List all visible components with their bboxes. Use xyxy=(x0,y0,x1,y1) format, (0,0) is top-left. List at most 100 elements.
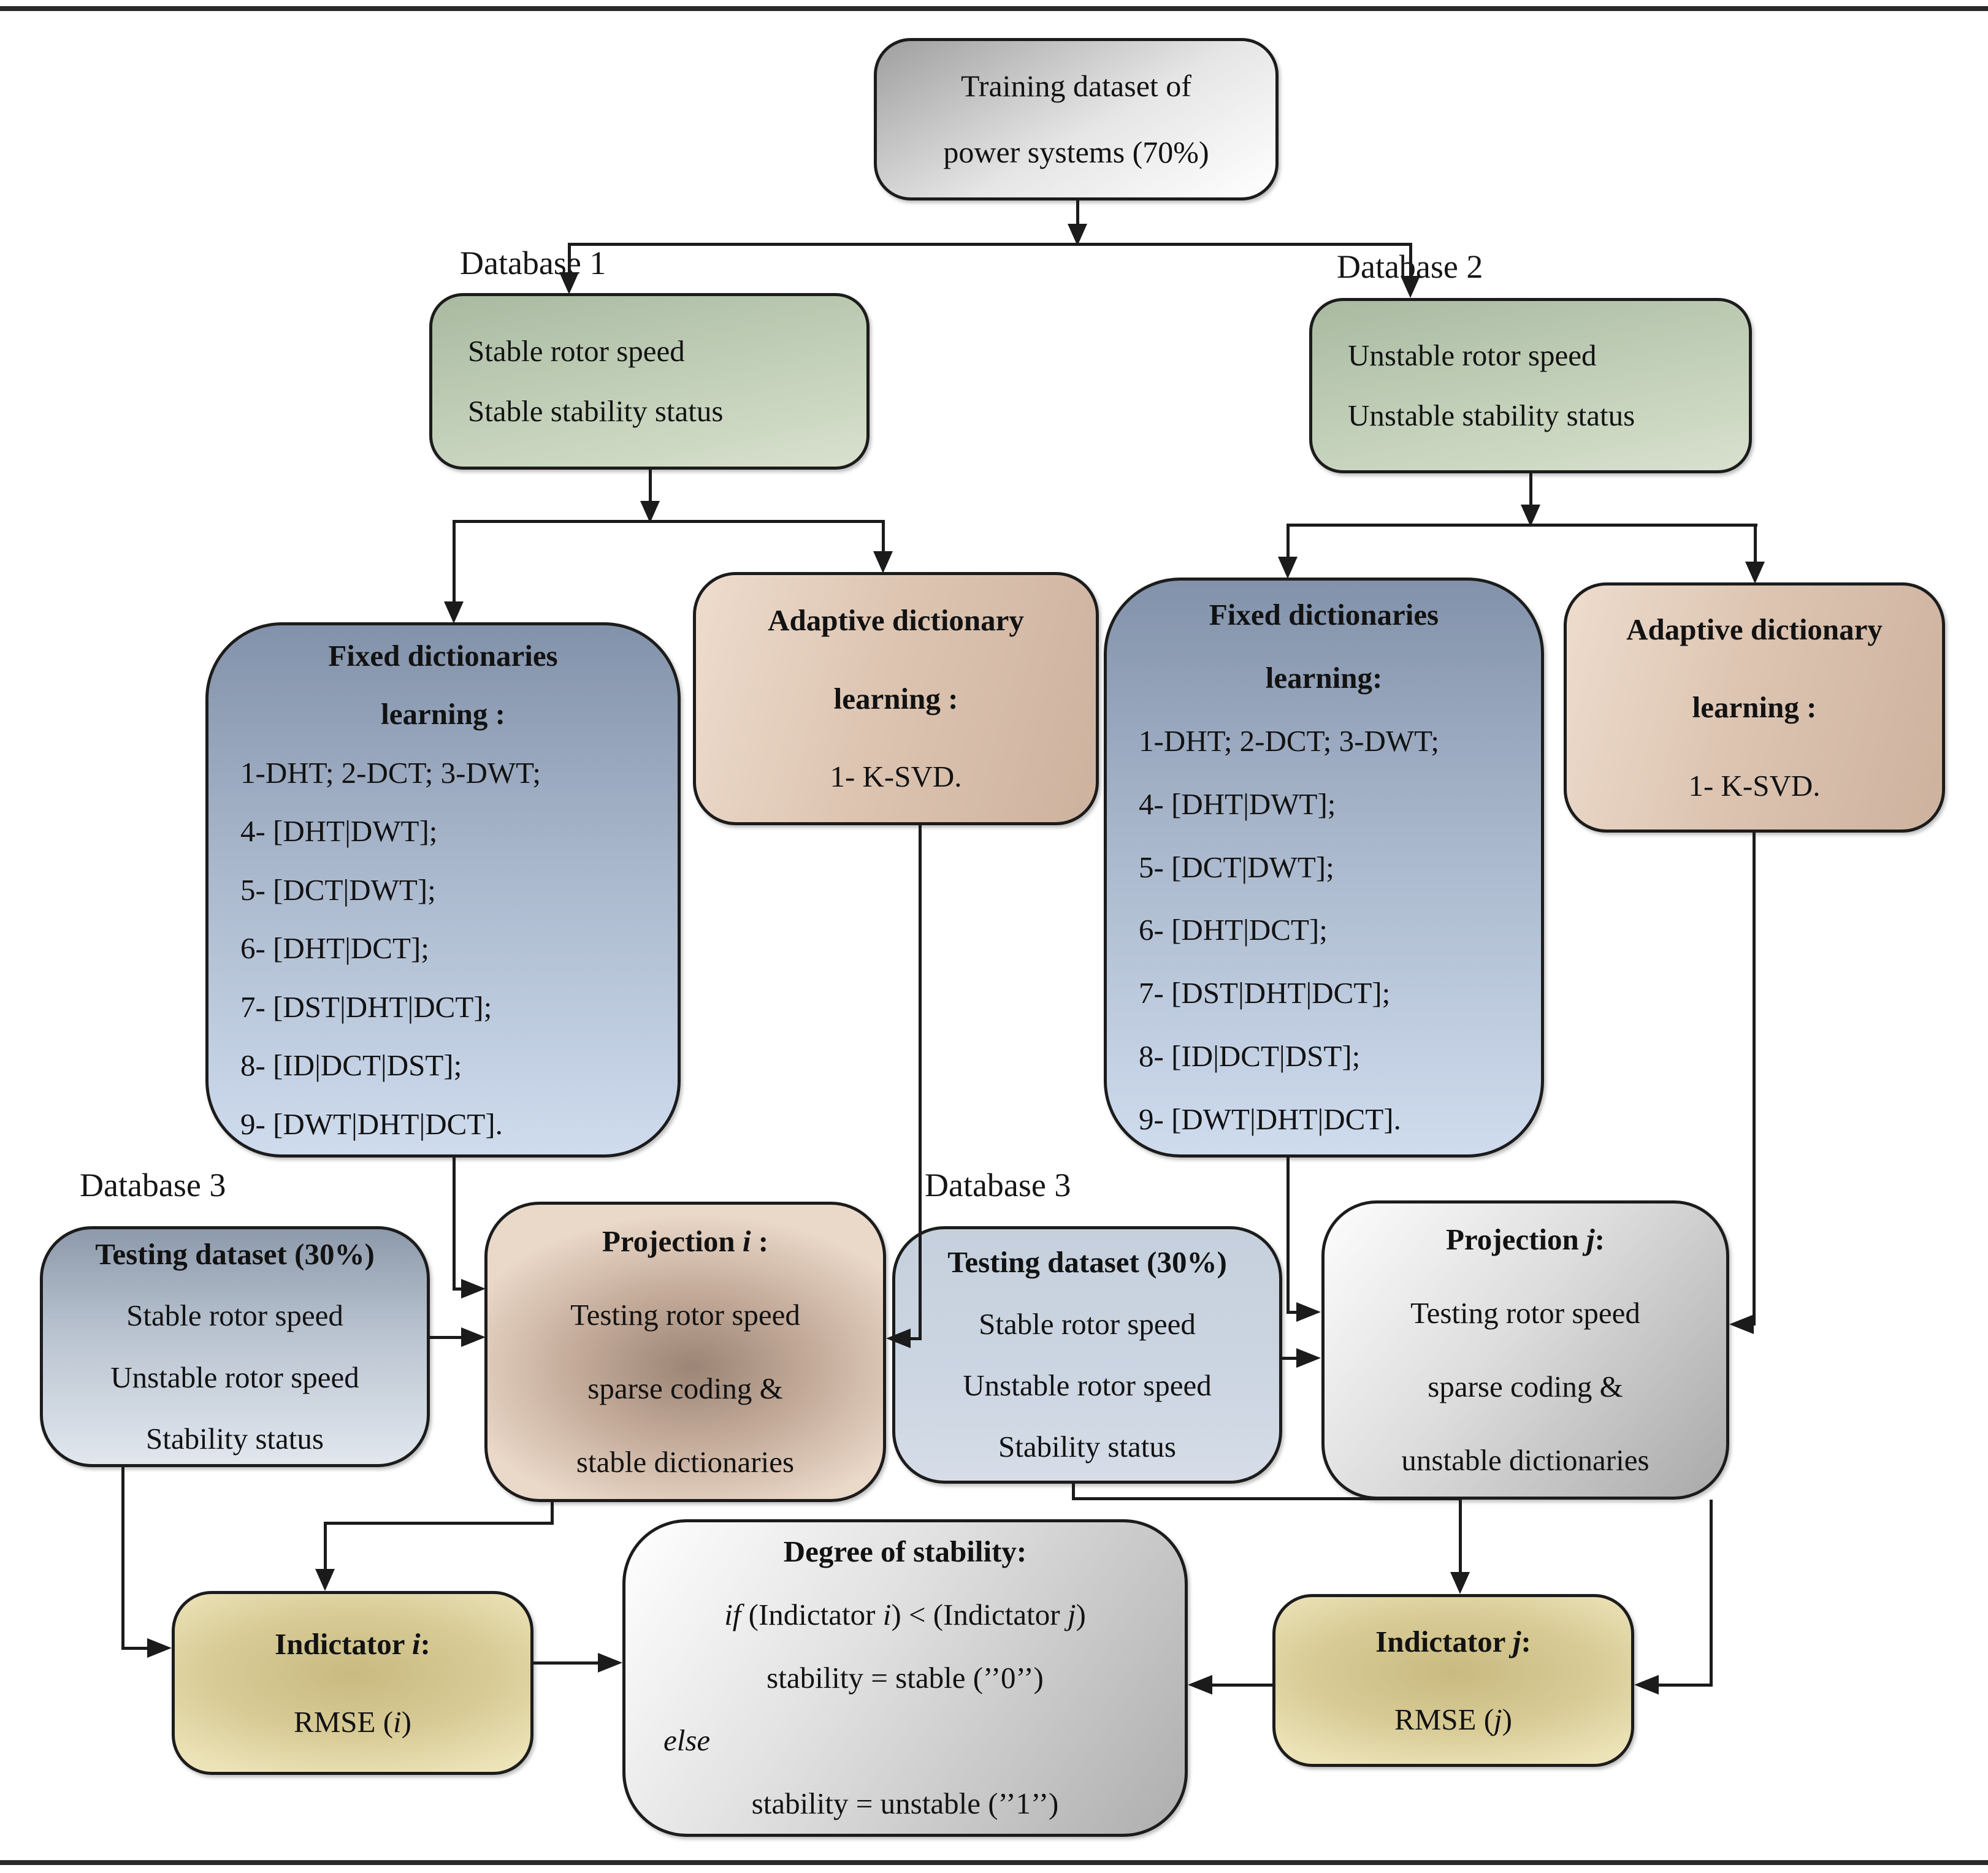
indicator-j-colon: : xyxy=(1521,1624,1531,1658)
database2-line-1: Unstable rotor speed xyxy=(1348,338,1597,372)
connector-right-fork-horizontal xyxy=(1288,524,1757,527)
indicator-i-box: Indictator i: RMSE (i) xyxy=(172,1591,533,1775)
testing-dataset-left-box: Testing dataset (30%) Stable rotor speed… xyxy=(40,1226,430,1467)
indicator-j-box: Indictator j: RMSE (j) xyxy=(1272,1594,1634,1767)
database2-line-2: Unstable stability status xyxy=(1348,399,1635,432)
indicator-i-rmse-close: ) xyxy=(401,1705,411,1739)
connector-fork-to-fixed-left xyxy=(453,520,456,604)
indicator-j-title-text: Indictator xyxy=(1375,1624,1513,1658)
connector-fork-to-database2 xyxy=(1409,243,1412,278)
projection-i-var: i xyxy=(742,1224,751,1258)
indicator-i-title-text: Indictator xyxy=(275,1627,412,1661)
connector-testing-left-to-projection-i xyxy=(430,1336,464,1339)
projection-j-box: Projection j: Testing rotor speed sparse… xyxy=(1321,1200,1729,1500)
connector-database1-down xyxy=(649,470,652,505)
fixed-right-title-1: Fixed dictionaries xyxy=(1209,597,1439,631)
arrowhead-into-degree-left xyxy=(598,1653,622,1673)
testing-mid-line-2: Stable rotor speed xyxy=(979,1307,1196,1341)
fixed-left-item: 9- [DWT|DHT|DCT]. xyxy=(240,1107,503,1141)
adaptive-right-title-1: Adaptive dictionary xyxy=(1626,612,1883,646)
connector-adaptive-right-down xyxy=(1753,833,1756,1326)
connector-adaptive-left-down xyxy=(919,825,922,1340)
connector-fork-to-adaptive-left xyxy=(882,520,885,554)
figure-top-rule xyxy=(0,6,1988,11)
adaptive-left-item: 1- K-SVD. xyxy=(830,760,962,794)
indicator-i-value: RMSE (i) xyxy=(175,1683,530,1761)
projection-j-var: j xyxy=(1586,1222,1595,1256)
connector-testing-mid-drop xyxy=(1459,1497,1462,1576)
adaptive-dictionary-left-box: Adaptive dictionary learning : 1- K-SVD. xyxy=(693,572,1099,825)
connector-testing-left-turn xyxy=(121,1647,151,1650)
indicator-i-title: Indictator i: xyxy=(175,1605,530,1683)
figure-bottom-rule xyxy=(0,1860,1988,1865)
connector-projection-i-left xyxy=(324,1522,554,1525)
testing-left-line-4: Stability status xyxy=(146,1421,324,1455)
testing-dataset-mid-box: Testing dataset (30%) Stable rotor speed… xyxy=(892,1226,1282,1484)
database1-box: Stable rotor speed Stable stability stat… xyxy=(429,293,870,470)
indicator-i-colon: : xyxy=(420,1627,430,1661)
connector-projection-j-turn xyxy=(1656,1684,1713,1687)
arrowhead-into-database2 xyxy=(1401,276,1420,298)
projection-j-title: Projection j: xyxy=(1325,1203,1726,1276)
arrowhead-into-projection-j-upper xyxy=(1296,1302,1321,1322)
connector-testing-mid-right xyxy=(1072,1497,1462,1500)
projection-i-line-2: sparse coding & xyxy=(587,1371,783,1405)
projection-j-line-1: Testing rotor speed xyxy=(1410,1295,1640,1330)
training-dataset-box: Training dataset of power systems (70%) xyxy=(874,38,1279,200)
arrowhead-into-adaptive-right xyxy=(1745,562,1765,584)
testing-mid-line-4: Stability status xyxy=(998,1430,1176,1464)
connector-adaptive-left-turn xyxy=(909,1337,922,1340)
indicator-j-rmse: RMSE ( xyxy=(1394,1703,1494,1736)
connector-fork-to-fixed-right xyxy=(1286,524,1290,559)
arrowhead-into-projection-i-lower xyxy=(461,1327,486,1347)
connector-training-down xyxy=(1076,200,1079,227)
arrowhead-into-projection-j-right xyxy=(1729,1314,1754,1334)
arrowhead-into-database1 xyxy=(559,272,579,294)
fixed-left-title-2: learning : xyxy=(381,697,505,731)
degree-if-var-j: j xyxy=(1067,1597,1076,1631)
connector-projection-j-down xyxy=(1710,1500,1713,1686)
fixed-left-item: 8- [ID|DCT|DST]; xyxy=(240,1048,462,1083)
connector-top-fork-horizontal xyxy=(569,243,1412,246)
arrowhead-into-indicator-i-left xyxy=(147,1638,172,1658)
connector-fork-to-database1 xyxy=(568,243,571,275)
degree-if-text-3: ) xyxy=(1076,1597,1086,1631)
indicator-j-rmse-close: ) xyxy=(1502,1703,1512,1736)
projection-i-title: Projection i : xyxy=(487,1205,883,1278)
degree-if-line: if (Indictator i) < (Indictator j) xyxy=(625,1584,1185,1647)
testing-mid-line-3: Unstable rotor speed xyxy=(963,1368,1212,1402)
testing-left-line-2: Stable rotor speed xyxy=(126,1299,343,1333)
testing-mid-line-1: Testing dataset (30%) xyxy=(947,1245,1227,1280)
adaptive-right-title-2: learning : xyxy=(1692,690,1817,725)
database3-left-label: Database 3 xyxy=(80,1167,226,1204)
fixed-right-item: 9- [DWT|DHT|DCT]. xyxy=(1139,1102,1401,1137)
arrowhead-into-indicator-j-right xyxy=(1634,1675,1659,1695)
fixed-left-item: 4- [DHT|DWT]; xyxy=(240,814,438,849)
projection-j-line-3: unstable dictionaries xyxy=(1401,1443,1650,1478)
arrowhead-database2-fork xyxy=(1521,505,1540,527)
indicator-i-rmse-var: i xyxy=(393,1705,402,1739)
connector-fork-to-adaptive-right xyxy=(1754,524,1757,564)
arrowhead-database1-fork xyxy=(640,501,660,523)
fixed-left-item: 5- [DCT|DWT]; xyxy=(240,872,436,907)
arrowhead-training-fork xyxy=(1068,224,1087,246)
fixed-left-title-1: Fixed dictionaries xyxy=(328,638,558,673)
fixed-right-item: 8- [ID|DCT|DST]; xyxy=(1139,1039,1361,1074)
indicator-i-var: i xyxy=(411,1627,421,1661)
adaptive-right-item: 1- K-SVD. xyxy=(1688,768,1821,803)
connector-fixed-left-down xyxy=(453,1158,456,1289)
connector-projection-i-down xyxy=(551,1502,554,1524)
arrowhead-into-adaptive-left xyxy=(873,551,893,573)
projection-j-colon: : xyxy=(1594,1222,1605,1256)
connector-left-fork-horizontal xyxy=(454,520,884,523)
connector-fixed-left-turn xyxy=(453,1287,465,1291)
fixed-right-item: 7- [DST|DHT|DCT]; xyxy=(1139,976,1391,1010)
projection-i-colon: : xyxy=(751,1224,769,1258)
fixed-right-item: 1-DHT; 2-DCT; 3-DWT; xyxy=(1139,723,1439,758)
projection-i-line-1: Testing rotor speed xyxy=(570,1297,800,1332)
arrowhead-into-fixed-right xyxy=(1278,557,1298,579)
degree-if-keyword: if xyxy=(724,1597,741,1631)
connector-fixed-right-down xyxy=(1286,1158,1290,1313)
fixed-right-title-2: learning: xyxy=(1265,660,1383,695)
